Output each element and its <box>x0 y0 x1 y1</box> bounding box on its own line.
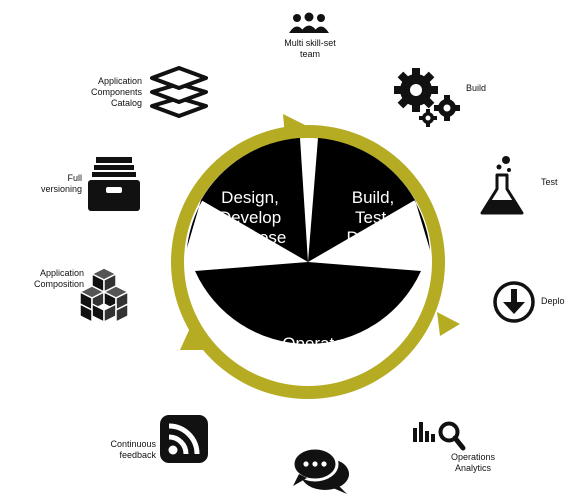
composition-label-line-1: Application <box>39 268 84 278</box>
rss-icon <box>160 415 208 463</box>
build-label: Build <box>466 83 487 93</box>
team-label: Multi skill-set team <box>262 38 358 60</box>
segment-design-line-3: Compose <box>213 228 287 247</box>
chat-icon <box>291 446 349 494</box>
feedback-label: Continuous feedback <box>74 439 156 461</box>
catalog-label-line-1: Application <box>97 76 142 86</box>
segment-design-line-2: Develop <box>218 208 282 227</box>
deploy-label: Deplo <box>541 296 565 306</box>
catalog-label: Application Components Catalog <box>50 76 142 109</box>
operations-label-line-1: Operations <box>450 452 496 462</box>
segment-design <box>201 138 308 262</box>
segment-build-line-3: Deploy <box>346 228 400 247</box>
flask-icon <box>480 156 524 215</box>
feedback-label-line-2: feedback <box>119 450 156 460</box>
team-label-line-2: team <box>299 49 320 59</box>
test-label: Test <box>541 177 558 187</box>
segment-operate-label: Operate <box>282 334 344 353</box>
layers-icon <box>150 66 208 118</box>
team-label-line-1: Multi skill-set <box>284 38 336 48</box>
operations-label: Operations Analytics <box>436 452 510 474</box>
gears-icon <box>394 68 460 127</box>
segment-build-line-2: Test, <box>355 208 391 227</box>
versioning-label: Full versioning <box>22 173 82 195</box>
team-icon <box>289 12 329 33</box>
catalog-label-line-3: Catalog <box>110 98 142 108</box>
download-icon <box>493 281 535 323</box>
segment-operate-text: Operate <box>258 334 368 354</box>
composition-label-line-2: Composition <box>33 279 84 289</box>
segment-build-text: Build, Test, Deploy <box>323 188 423 248</box>
analytics-icon <box>413 421 466 451</box>
segment-build-line-1: Build, <box>351 188 395 207</box>
catalog-label-line-2: Components <box>90 87 142 97</box>
versioning-label-line-2: versioning <box>40 184 82 194</box>
segment-operate <box>195 262 421 344</box>
composition-label: Application Composition <box>4 268 84 290</box>
feedback-label-line-1: Continuous <box>110 439 156 449</box>
versioning-label-line-1: Full <box>67 173 82 183</box>
ring-arrow-right <box>437 312 460 336</box>
segment-design-text: Design, Develop Compose <box>195 188 305 248</box>
ring-arrow-top <box>283 114 305 137</box>
operations-label-line-2: Analytics <box>454 463 491 473</box>
segment-design-line-1: Design, <box>221 188 279 207</box>
cubes-icon <box>79 267 129 323</box>
ring-arrow-left <box>180 328 205 350</box>
file-drawer-icon <box>88 157 140 211</box>
